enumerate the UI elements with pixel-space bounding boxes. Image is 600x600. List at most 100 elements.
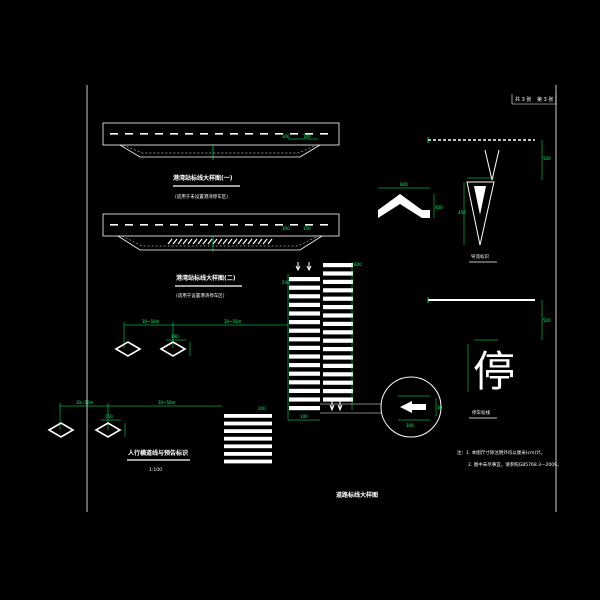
dim-label: 300 [282, 134, 290, 139]
lane-dash [200, 133, 208, 135]
sheet-number: 第 3 张 [537, 96, 553, 103]
lane-dashes [110, 133, 328, 135]
crosswalk-stripe [323, 288, 353, 293]
crosswalk-stripe [323, 271, 353, 276]
dim-label: 500 [543, 318, 551, 323]
crosswalk-stripe [323, 263, 353, 268]
crosswalk-stripe [323, 305, 353, 310]
crosswalk-stripe [323, 372, 353, 377]
lane-dash [155, 133, 163, 135]
dim-label: 150 [303, 226, 311, 231]
crosswalk-stripe [289, 388, 320, 393]
dim-label: 300 [406, 423, 414, 428]
bus-bay-2-diagram: 300 150 港湾站标线大样图(二) (适用于设置港湾停车区) [102, 213, 340, 299]
hatch-stroke [232, 238, 238, 245]
bus-bay-2-title: 港湾站标线大样图(二) [176, 274, 236, 282]
lane-dash [275, 133, 283, 135]
lane-dash [245, 224, 253, 226]
dim-label: 30~50m [224, 319, 242, 324]
hatch-stroke [202, 238, 208, 245]
lane-dash [170, 133, 178, 135]
chevron-icon [378, 194, 430, 218]
lane-dash [260, 133, 268, 135]
crosswalk-stripe [289, 406, 320, 411]
lane-dash [305, 224, 313, 226]
lane-dash [260, 224, 268, 226]
dim-label: 30~50m [142, 319, 160, 324]
dim-label: 200 [258, 406, 266, 411]
crosswalk-stripe [224, 414, 272, 418]
hatch-stroke [252, 238, 258, 245]
crosswalk-stripe [323, 363, 353, 368]
hatch-stroke [257, 238, 263, 245]
lane-dash [215, 224, 223, 226]
road-outline [102, 122, 340, 146]
hatch-stroke [192, 238, 198, 245]
hatch-stroke [227, 238, 233, 245]
crosswalk-stripe [224, 452, 272, 456]
crosswalk-stripe [323, 313, 353, 318]
crosswalk-stripe [289, 277, 320, 282]
crosswalk-stripe [323, 397, 353, 402]
stop-area-hatching [167, 238, 273, 245]
diversion-taper [484, 149, 500, 181]
lane-dash [125, 133, 133, 135]
dim-label: 450 [458, 210, 466, 215]
arrow-left-icon [400, 401, 426, 413]
diamond-marking [47, 422, 75, 438]
hatch-stroke [217, 238, 223, 245]
crosswalk-small [224, 414, 272, 464]
hatch-stroke [247, 238, 253, 245]
dim-label: 150 [105, 414, 113, 419]
crosswalk-stripe [323, 338, 353, 343]
lane-dash [185, 133, 193, 135]
hatch-stroke [177, 238, 183, 245]
lane-dash [320, 133, 328, 135]
crosswalk-stripe [323, 330, 353, 335]
lane-dash [155, 224, 163, 226]
crosswalk-stripe [323, 355, 353, 360]
hatch-stroke [207, 238, 213, 245]
hatch-stroke [212, 238, 218, 245]
arrow-down-icon [306, 262, 312, 272]
crosswalk-stripe [289, 294, 320, 299]
hatch-stroke [197, 238, 203, 245]
lane-dash [110, 224, 118, 226]
dim-label: 500 [543, 156, 551, 161]
dim-label: 100 [303, 134, 311, 139]
page-info-block: 共 3 张 第 3 张 [511, 94, 557, 105]
crosswalk-warning-set-1: 30~50m 30~50m 180 [114, 319, 288, 357]
bay-edge-line [122, 144, 318, 154]
crosswalk-stripe [289, 328, 320, 333]
dim-label: 180 [171, 334, 179, 339]
crosswalk-b [323, 263, 353, 402]
dim-label: 600 [400, 182, 408, 187]
diversion-marking-detail: 500 450 导流标识 [427, 137, 551, 263]
stop-glyph: 停 [473, 347, 515, 396]
diversion-label: 导流标识 [471, 253, 489, 260]
crosswalk-stripe [224, 421, 272, 426]
bay-edge-line [121, 235, 319, 247]
lane-dash [185, 224, 193, 226]
hatch-stroke [237, 238, 243, 245]
crosswalk-stripe [323, 389, 353, 394]
hatch-stroke [167, 238, 173, 245]
dim-label: 400 [435, 205, 443, 210]
chevron-marking-detail: 600 400 [378, 182, 443, 218]
crosswalk-stripe [323, 380, 353, 385]
bay-outline [119, 144, 321, 158]
lane-dash [245, 133, 253, 135]
lane-dash [230, 224, 238, 226]
dim-label: 30~50m [158, 400, 176, 405]
lane-dash [230, 133, 238, 135]
bus-bay-1-subtitle: (适用于未设置港湾停车区) [175, 193, 228, 200]
arrow-down-icon [337, 400, 343, 412]
crosswalk-stripe [289, 345, 320, 350]
dim-label: 200 [282, 280, 290, 285]
lane-dash [290, 133, 298, 135]
main-crosswalk-pair: 200 600 100 [282, 262, 362, 421]
hatch-stroke [242, 238, 248, 245]
crosswalk-stripe [224, 436, 272, 441]
